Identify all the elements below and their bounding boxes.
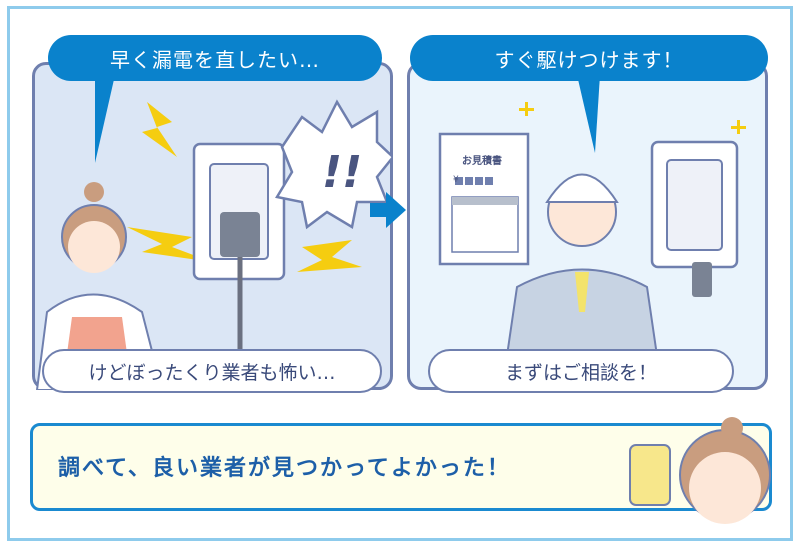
- document-yen: ¥: [453, 175, 459, 185]
- outer-frame: [7, 6, 793, 541]
- sparkle-icon: [519, 102, 746, 134]
- left-speech-bubble: 早く漏電を直したい…: [48, 35, 382, 81]
- plug-icon: [220, 212, 260, 257]
- arrow-right-icon: [370, 192, 406, 228]
- right-caption: まずはご相談を！: [428, 349, 734, 393]
- bubble-tail: [95, 75, 115, 163]
- exclaim-text: !!: [322, 147, 362, 198]
- left-caption: けどぼったくり業者も怖い…: [42, 349, 382, 393]
- shout-burst-icon: [275, 99, 393, 230]
- document-title: お見積書: [462, 156, 502, 167]
- banner-text: 調べて、良い業者が見つかってよかった！: [58, 456, 511, 481]
- lightning-icon: [127, 102, 362, 272]
- unplugged-plug-icon: [692, 262, 712, 297]
- left-illustration: !!: [35, 99, 393, 390]
- happy-woman-with-phone: [629, 417, 771, 524]
- bubble-tail: [577, 75, 600, 153]
- right-illustration: [438, 102, 746, 390]
- smartphone-icon: [629, 444, 671, 506]
- right-speech-bubble: すぐ駆けつけます！: [410, 35, 768, 81]
